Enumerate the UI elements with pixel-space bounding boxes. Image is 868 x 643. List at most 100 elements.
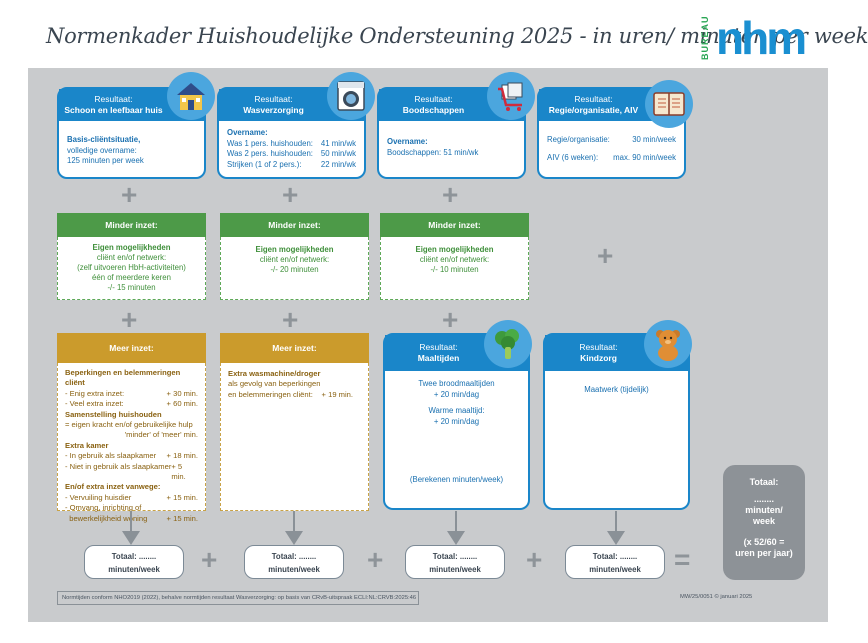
maaltijden-line: + 20 min/dag <box>433 389 480 399</box>
grand-total-box: Totaal: ........ minuten/ week (x 52/60 … <box>723 465 805 580</box>
minder-inzet-box: Eigen mogelijkheden cliënt en/of netwerk… <box>380 237 529 300</box>
total-bubble-1: Totaal: ........ minuten/week <box>84 545 184 579</box>
meer-inzet-header: Meer inzet: <box>57 333 206 363</box>
meer-heading: Beperkingen en belemmeringen cliënt <box>65 368 181 388</box>
total-label: Totaal: ........ <box>111 552 157 561</box>
result-row: Was 1 pers. huishouden:41 min/wk <box>227 139 356 150</box>
total-unit: minuten/week <box>268 565 320 574</box>
result-name: Maaltijden <box>417 353 460 363</box>
arrow-line <box>293 511 295 533</box>
result-line: 125 minuten per week <box>67 156 144 165</box>
grand-total-line: Totaal: <box>749 477 779 487</box>
arrow-head <box>447 531 465 545</box>
meer-row: - Vervuiling huisdier + 15 min. <box>65 493 198 503</box>
result-label: Resultaat: <box>254 94 293 104</box>
total-label: Totaal: ........ <box>432 552 478 561</box>
meer-row: en belemmeringen cliënt:+ 19 min. <box>228 390 361 400</box>
total-bubble-2: Totaal: ........ minuten/week <box>244 545 344 579</box>
arrow-head <box>122 531 140 545</box>
broccoli-icon <box>484 320 532 368</box>
row-label: - Enig extra inzet: <box>65 388 125 398</box>
header-bar: Normenkader Huishoudelijke Ondersteuning… <box>28 10 868 68</box>
house-icon <box>167 72 215 120</box>
shopping-cart-icon <box>487 72 535 120</box>
result-label: Resultaat: <box>414 94 453 104</box>
row-value: + 5 min. <box>171 461 186 482</box>
result-heading: Overname: <box>227 128 268 137</box>
minder-inzet-header: Minder inzet: <box>220 213 369 237</box>
row-label: Was 2 pers. huishouden: <box>227 149 313 158</box>
total-unit: minuten/week <box>589 565 641 574</box>
plus-sign: + <box>526 544 543 575</box>
row-label: - Vervuiling huisdier <box>65 492 132 502</box>
minder-line: -/- 10 minuten <box>430 265 479 274</box>
result-label: Resultaat: <box>94 94 133 104</box>
row-value: 50 min/wk <box>320 149 356 158</box>
result-name: Schoon en leefbaar huis <box>64 105 163 115</box>
result-line: Boodschappen: 51 min/wk <box>387 147 479 157</box>
meer-row: - Veel extra inzet:+ 60 min. <box>65 399 198 409</box>
plus-sign: + <box>442 304 459 335</box>
meer-heading: Extra kamer <box>65 440 109 450</box>
result-name: Kindzorg <box>580 353 617 363</box>
minder-line: cliënt en/of netwerk: <box>96 253 167 262</box>
minder-line: (zelf uitvoeren HbH-activiteiten) <box>77 263 186 272</box>
plus-sign: + <box>597 240 614 271</box>
minder-inzet-box: Eigen mogelijkheden cliënt en/of netwerk… <box>220 237 369 300</box>
result-card-body: Overname: Was 1 pers. huishouden:41 min/… <box>219 121 364 176</box>
meer-heading: Extra wasmachine/droger <box>228 369 321 378</box>
maaltijden-line: + 20 min/dag <box>433 416 480 426</box>
result-card-body: Regie/organisatie:30 min/week AIV (6 wek… <box>539 121 684 171</box>
minder-heading: Eigen mogelijkheden <box>415 245 494 254</box>
result-line: Basis-cliëntsituatie, <box>67 135 141 144</box>
row-label: AIV (6 weken): <box>547 153 599 162</box>
row-label: Regie/organisatie: <box>547 135 610 144</box>
meer-line: 'minder' of 'meer' min. <box>124 430 198 440</box>
maaltijden-note: (Berekenen minuten/week) <box>409 475 504 484</box>
total-unit: minuten/week <box>429 565 481 574</box>
total-label: Totaal: ........ <box>271 552 317 561</box>
arrow-line <box>615 511 617 533</box>
total-unit: minuten/week <box>108 565 160 574</box>
row-label: en belemmeringen cliënt: <box>228 389 313 399</box>
result-row: AIV (6 weken):max. 90 min/week <box>547 151 676 165</box>
row-label: bewerkelijkheid woning <box>65 513 148 523</box>
washing-machine-icon <box>327 72 375 120</box>
minder-inzet-box: Eigen mogelijkheden cliënt en/of netwerk… <box>57 237 206 300</box>
footnote: Normtijden conform NHO2019 (2022), behal… <box>57 591 419 605</box>
arrow-head <box>285 531 303 545</box>
minder-heading: Eigen mogelijkheden <box>255 245 334 254</box>
grand-total-line: uren per jaar) <box>735 548 793 558</box>
result-card-body: Basis-cliëntsituatie, volledige overname… <box>59 121 204 173</box>
plus-sign: + <box>282 179 299 210</box>
row-label: - In gebruik als slaapkamer <box>65 451 157 461</box>
meer-line: = eigen kracht en/of gebruikelijke hulp <box>65 420 193 430</box>
page-title: Normenkader Huishoudelijke Ondersteuning… <box>46 24 868 48</box>
row-value: 22 min/wk <box>320 159 356 169</box>
meer-inzet-box: Extra wasmachine/droger als gevolg van b… <box>220 363 369 511</box>
row-value: + 15 min. <box>166 492 198 502</box>
grand-total-line: (x 52/60 = <box>743 537 785 547</box>
minder-line: -/- 15 minuten <box>107 283 156 292</box>
row-value: + 30 min. <box>166 388 198 398</box>
kindzorg-line: Maatwerk (tijdelijk) <box>584 385 649 394</box>
result-name: Wasverzorging <box>243 105 304 115</box>
document-code: MW/25/0051 © januari 2025 <box>680 594 753 600</box>
result-card-body: Maatwerk (tijdelijk) <box>545 371 688 402</box>
arrow-line <box>130 511 132 533</box>
result-row: Was 2 pers. huishouden: 50 min/wk <box>227 149 356 160</box>
row-label: - Omvang, inrichting of <box>65 503 142 513</box>
grand-total-line: minuten/ <box>745 505 783 515</box>
total-bubble-4: Totaal: ........ minuten/week <box>565 545 665 579</box>
row-value: + 60 min. <box>166 399 198 409</box>
arrow-head <box>607 531 625 545</box>
agenda-icon <box>645 80 693 128</box>
meer-row: - In gebruik als slaapkamer+ 18 min. <box>65 451 198 461</box>
result-card-body: Overname: Boodschappen: 51 min/wk <box>379 121 524 164</box>
plus-sign: + <box>201 544 218 575</box>
meer-heading: En/of extra inzet vanwege: <box>65 482 161 492</box>
meer-row: - Omvang, inrichting of <box>65 503 198 513</box>
maaltijden-line: Twee broodmaaltijden <box>418 379 495 388</box>
total-bubble-3: Totaal: ........ minuten/week <box>405 545 505 579</box>
row-value: + 15 min. <box>166 513 198 523</box>
